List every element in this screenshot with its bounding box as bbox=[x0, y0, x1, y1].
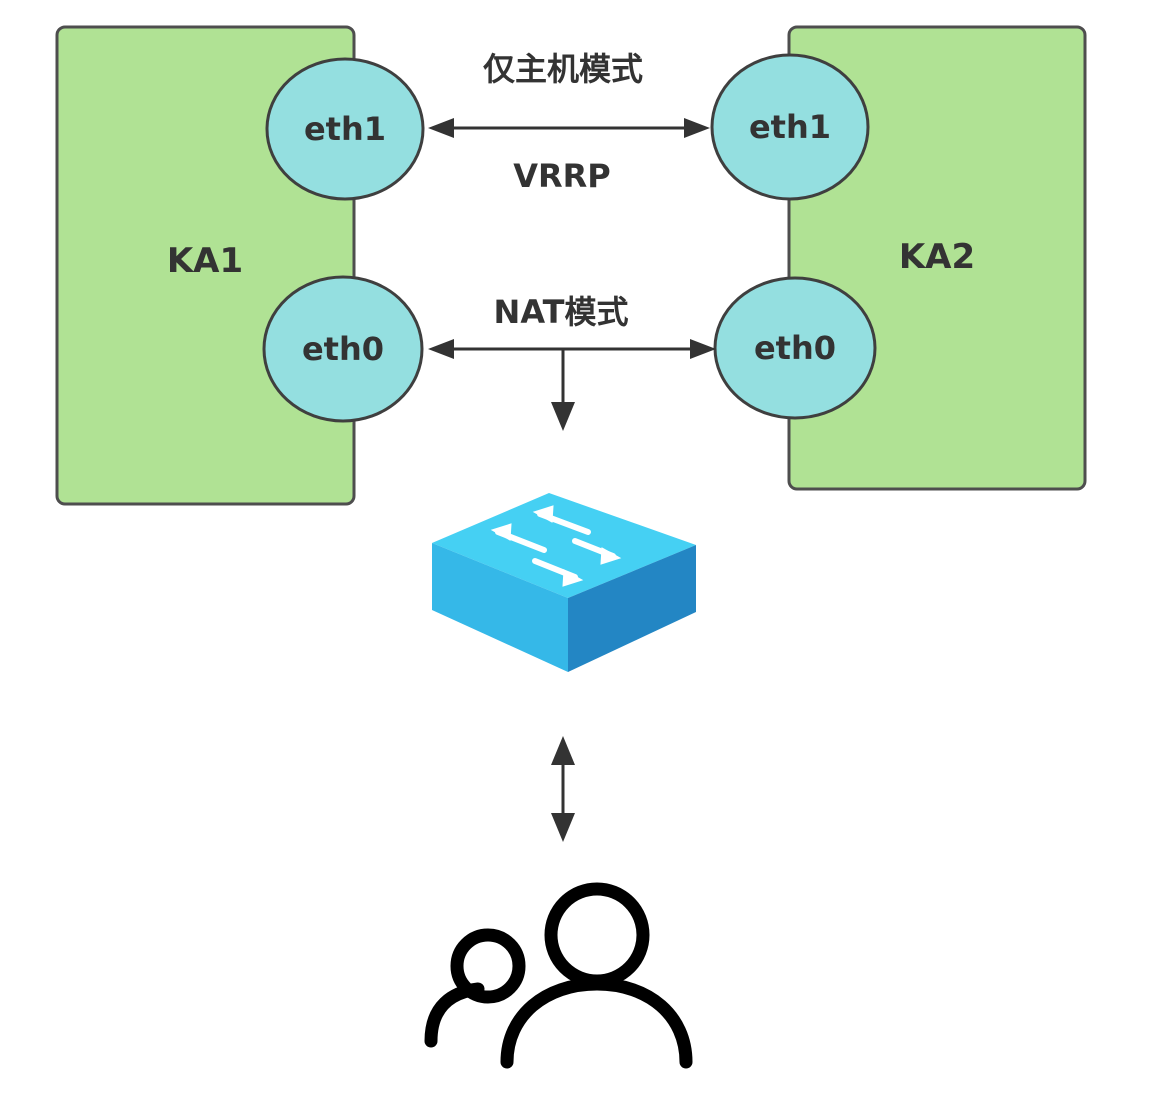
user-large-body bbox=[500, 977, 693, 1069]
user-link bbox=[551, 736, 575, 842]
host-only-mode-label: 仅主机模式 bbox=[483, 50, 643, 88]
ka2-eth0-interface: eth0 bbox=[713, 276, 877, 420]
ka2-label: KA2 bbox=[899, 237, 975, 277]
network-switch-icon bbox=[432, 493, 696, 672]
eth0-link-right-arrowhead bbox=[690, 339, 716, 359]
ka1-eth0-ellipse bbox=[262, 275, 424, 423]
user-link-bottom-arrowhead bbox=[551, 813, 575, 842]
nat-downlink-arrowhead bbox=[551, 402, 575, 431]
switch-top-face bbox=[432, 493, 696, 598]
nat-mode-label: NAT模式 bbox=[494, 293, 629, 331]
user-small-head bbox=[450, 928, 526, 1004]
ka2-eth0-ellipse bbox=[713, 276, 877, 420]
eth1-link-right-arrowhead bbox=[684, 118, 710, 138]
ka2-eth1-ellipse bbox=[710, 53, 870, 201]
switch-traffic-arrows bbox=[490, 505, 622, 587]
user-link-top-arrowhead bbox=[551, 736, 575, 765]
ka1-label: KA1 bbox=[167, 241, 243, 281]
switch-right-face bbox=[568, 545, 696, 672]
eth1-link: 仅主机模式 VRRP bbox=[428, 50, 710, 195]
ka2-eth1-label: eth1 bbox=[749, 108, 831, 146]
ka1-eth0-interface: eth0 bbox=[262, 275, 424, 423]
user-small-body bbox=[424, 982, 485, 1048]
users-icon bbox=[424, 882, 693, 1069]
ka1-eth0-label: eth0 bbox=[302, 330, 384, 368]
vrrp-label: VRRP bbox=[513, 157, 611, 195]
user-large-head bbox=[544, 882, 650, 988]
eth0-link-left-arrowhead bbox=[428, 339, 454, 359]
ka1-eth1-ellipse bbox=[265, 57, 425, 201]
ka1-eth1-label: eth1 bbox=[304, 110, 386, 148]
ka1-eth1-interface: eth1 bbox=[265, 57, 425, 201]
ka2-eth0-label: eth0 bbox=[754, 329, 836, 367]
ka2-eth1-interface: eth1 bbox=[710, 53, 870, 201]
eth1-link-left-arrowhead bbox=[428, 118, 454, 138]
switch-left-face bbox=[432, 543, 568, 672]
eth0-link: NAT模式 bbox=[428, 293, 716, 431]
